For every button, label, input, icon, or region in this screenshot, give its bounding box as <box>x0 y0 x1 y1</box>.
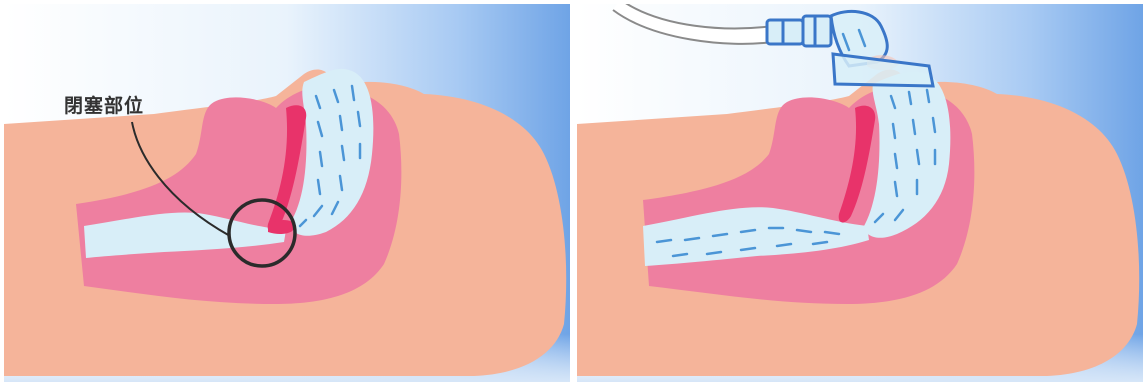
obstructed-airway-panel: 閉塞部位 <box>4 4 570 382</box>
obstruction-label: 閉塞部位 <box>64 94 144 117</box>
obstructed-airway-illustration: 閉塞部位 <box>4 4 570 382</box>
cpap-connector <box>767 16 831 46</box>
cpap-airway-illustration <box>577 4 1143 382</box>
cpap-airway-panel <box>577 4 1143 382</box>
